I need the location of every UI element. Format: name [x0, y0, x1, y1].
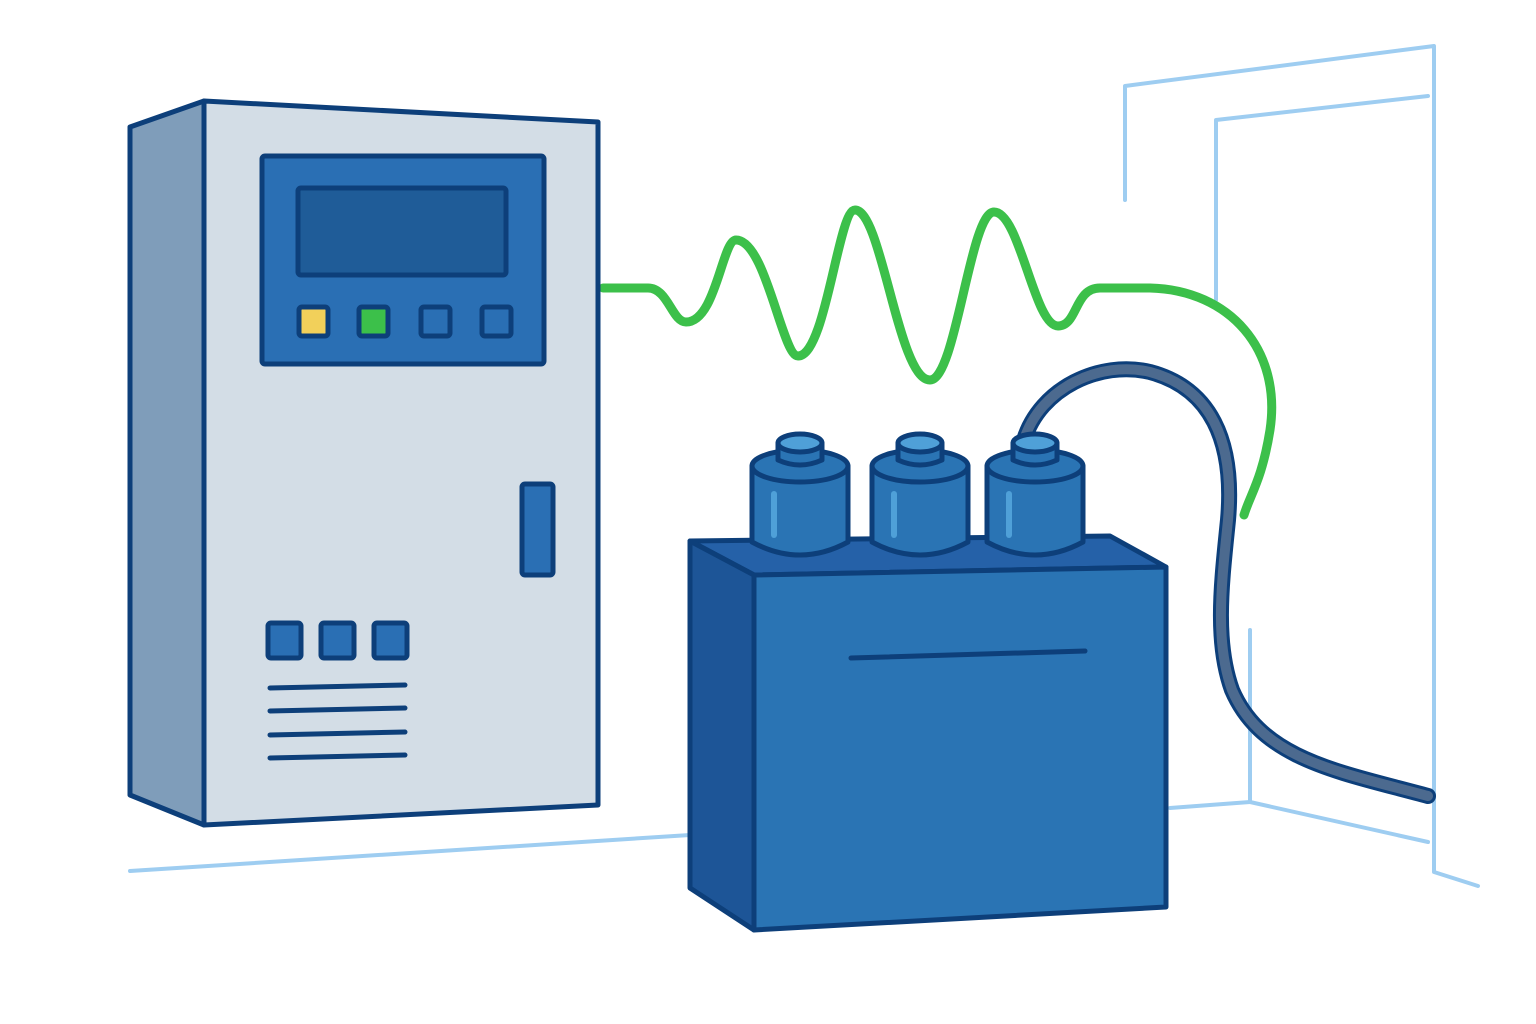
cabinet-button[interactable]	[265, 620, 304, 661]
capacitor-terminal-top	[1010, 431, 1060, 455]
floor-line-right	[1168, 800, 1252, 810]
vent-line	[267, 729, 408, 738]
indicator-light-yellow	[296, 304, 331, 339]
door-frame-inner	[1214, 94, 1430, 302]
capacitor-terminal-top	[775, 431, 825, 455]
indicator-light-blue	[418, 304, 453, 339]
capacitor-cylinder	[749, 431, 851, 558]
indicator-light-green	[356, 304, 391, 339]
power-cable-fill	[1019, 364, 1433, 801]
unit-label-line	[848, 648, 1088, 661]
unit-side	[687, 538, 757, 933]
vent-line	[267, 752, 408, 761]
capacitor-cylinder	[984, 431, 1086, 558]
vent-grille	[267, 682, 408, 761]
capacitor-cylinders	[749, 431, 1086, 558]
room-outline	[128, 44, 1480, 888]
door-jamb	[1248, 628, 1430, 844]
floor-line	[128, 833, 692, 873]
control-cabinet	[127, 98, 601, 828]
cabinet-button[interactable]	[318, 620, 357, 661]
display-screen	[295, 185, 509, 278]
door-frame-outer	[1123, 44, 1480, 888]
cabinet-side	[127, 98, 207, 828]
unit-front	[751, 564, 1169, 933]
capacitor-terminal-top	[895, 431, 945, 455]
control-panel	[259, 153, 547, 367]
vent-line	[267, 682, 408, 691]
indicator-lights	[296, 304, 514, 339]
signal-wave	[598, 205, 1277, 520]
vent-line	[267, 705, 408, 714]
indicator-light-blue	[479, 304, 514, 339]
capacitor-unit	[687, 431, 1169, 933]
cabinet-buttons	[265, 620, 410, 661]
cabinet-button[interactable]	[371, 620, 410, 661]
door-handle[interactable]	[519, 481, 556, 578]
capacitor-cylinder	[869, 431, 971, 558]
